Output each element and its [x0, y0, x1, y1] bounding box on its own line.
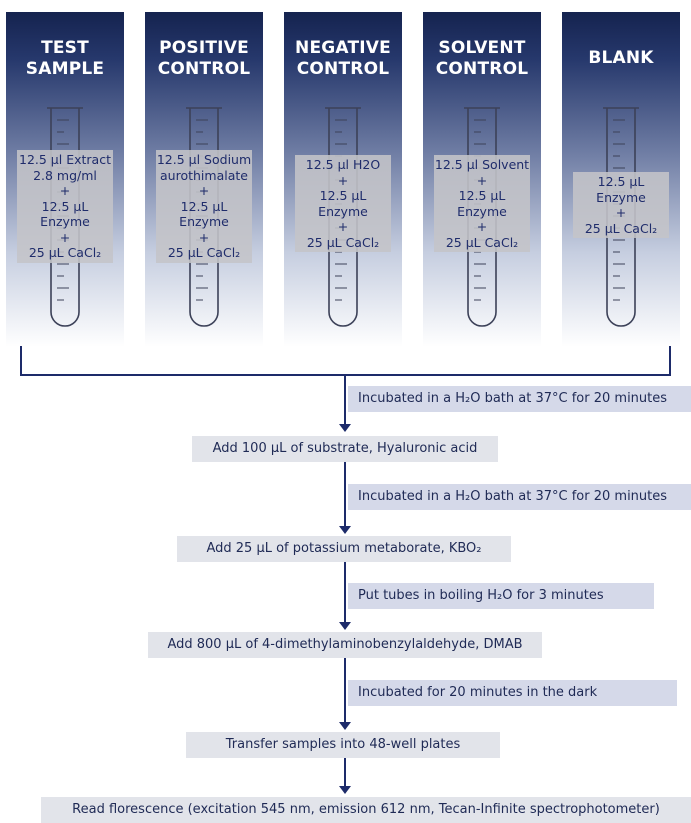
note-boil: Put tubes in boiling H₂O for 3 minutes — [348, 583, 654, 609]
flow-line-4 — [344, 658, 346, 724]
arrow-down-icon — [339, 526, 351, 534]
arrow-down-icon — [339, 786, 351, 794]
reagent-list: 12.5 µl Extract 2.8 mg/ml + 12.5 µL Enzy… — [17, 150, 113, 263]
bracket-left — [20, 346, 22, 376]
step-add-kbo2: Add 25 µL of potassium metaborate, KBO₂ — [177, 536, 511, 562]
tube-outline — [50, 108, 80, 327]
step-add-substrate: Add 100 µL of substrate, Hyaluronic acid — [192, 436, 498, 462]
flow-line-3 — [344, 562, 346, 624]
flow-line-5 — [344, 758, 346, 788]
column-title: TEST SAMPLE — [25, 38, 105, 79]
column-title: NEGATIVE CONTROL — [295, 38, 391, 79]
note-incubate-2: Incubated in a H₂O bath at 37°C for 20 m… — [348, 484, 691, 510]
bracket-bottom — [20, 374, 671, 376]
reagent-list: 12.5 µl Sodium aurothimalate + 12.5 µL E… — [156, 150, 252, 263]
step-transfer: Transfer samples into 48-well plates — [186, 732, 500, 758]
column-blank: BLANK 12.5 µL Enzyme + 25 µL CaCl₂ — [562, 12, 680, 347]
tube-outline — [467, 108, 497, 327]
arrow-down-icon — [339, 622, 351, 630]
column-negative-control: NEGATIVE CONTROL 12.5 µl H2O + 12.5 µL E… — [284, 12, 402, 347]
tube-outline — [189, 108, 219, 327]
tube-outline — [328, 108, 358, 327]
column-solvent-control: SOLVENT CONTROL 12.5 µl Solvent + 12.5 µ… — [423, 12, 541, 347]
column-positive-control: POSITIVE CONTROL 12.5 µl Sodium aurothim… — [145, 12, 263, 347]
reagent-list: 12.5 µl Solvent + 12.5 µL Enzyme + 25 µL… — [434, 155, 530, 252]
flow-line-2 — [344, 462, 346, 528]
bracket-right — [669, 346, 671, 376]
column-title: SOLVENT CONTROL — [435, 38, 529, 79]
arrow-down-icon — [339, 722, 351, 730]
step-read-florescence: Read florescence (excitation 545 nm, emi… — [41, 797, 691, 823]
tube-outline — [606, 108, 636, 327]
arrow-down-icon — [339, 424, 351, 432]
note-incubate-dark: Incubated for 20 minutes in the dark — [348, 680, 677, 706]
column-title: POSITIVE CONTROL — [157, 38, 251, 79]
column-title: BLANK — [588, 48, 654, 68]
reagent-list: 12.5 µl H2O + 12.5 µL Enzyme + 25 µL CaC… — [295, 155, 391, 252]
flow-line-1 — [344, 376, 346, 426]
column-test-sample: TEST SAMPLE 12.5 µl Extract 2.8 mg/ml + … — [6, 12, 124, 347]
step-add-dmab: Add 800 µL of 4-dimethylaminobenzylaldeh… — [148, 632, 542, 658]
note-incubate-1: Incubated in a H₂O bath at 37°C for 20 m… — [348, 386, 691, 412]
reagent-list: 12.5 µL Enzyme + 25 µL CaCl₂ — [573, 172, 669, 238]
